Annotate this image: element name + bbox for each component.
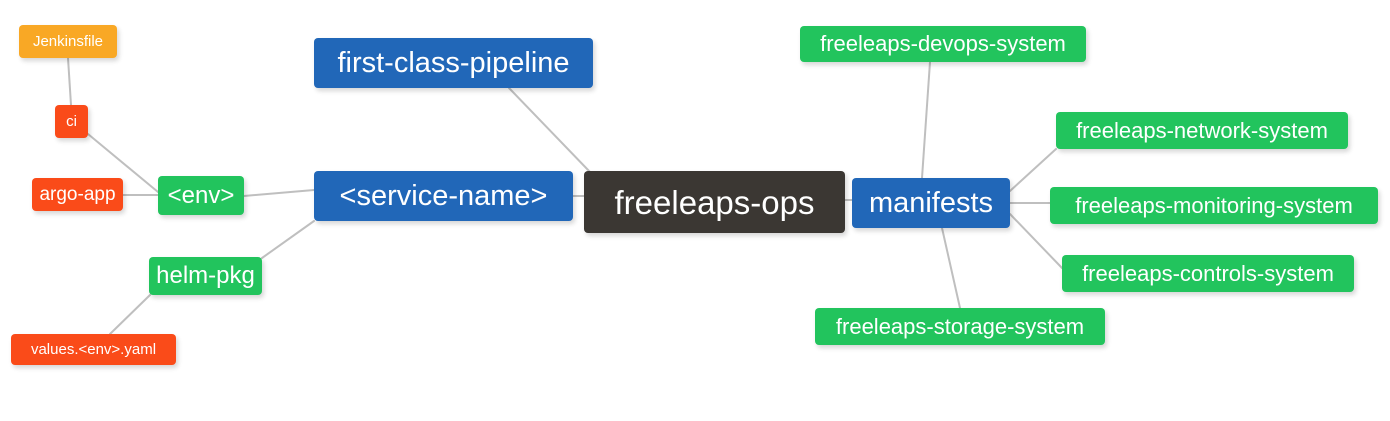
node-freeleaps-ops[interactable]: freeleaps-ops [584,171,845,233]
edge-env-to-service-name [243,189,315,197]
edge-manifests-to-freeleaps-devops-system [921,61,931,179]
edge-helm-pkg-to-values-yaml [109,294,151,335]
node-freeleaps-storage-system[interactable]: freeleaps-storage-system [815,308,1105,345]
node-helm-pkg[interactable]: helm-pkg [149,257,262,295]
node-label-env: <env> [167,181,235,209]
node-label-freeleaps-monitoring-system: freeleaps-monitoring-system [1075,192,1353,218]
node-label-freeleaps-storage-system: freeleaps-storage-system [835,313,1085,339]
edge-service-name-to-helm-pkg [261,220,315,259]
node-label-jenkinsfile: Jenkinsfile [32,33,104,50]
node-label-values-yaml: values.<env>.yaml [30,341,157,358]
node-label-freeleaps-controls-system: freeleaps-controls-system [1082,260,1334,286]
node-env[interactable]: <env> [158,176,244,215]
node-argo-app[interactable]: argo-app [32,178,123,211]
node-service-name[interactable]: <service-name> [314,171,573,221]
node-label-freeleaps-ops: freeleaps-ops [614,183,815,221]
edge-manifests-to-freeleaps-network-system [1009,148,1057,192]
edge-first-class-pipeline-to-freeleaps-ops [508,87,591,173]
node-label-freeleaps-devops-system: freeleaps-devops-system [820,31,1066,56]
node-freeleaps-devops-system[interactable]: freeleaps-devops-system [800,26,1086,62]
node-first-class-pipeline[interactable]: first-class-pipeline [314,38,593,88]
node-jenkinsfile[interactable]: Jenkinsfile [19,25,117,58]
node-freeleaps-controls-system[interactable]: freeleaps-controls-system [1062,255,1354,292]
node-manifests[interactable]: manifests [852,178,1010,228]
edge-jenkinsfile-to-ci [67,57,72,106]
node-label-freeleaps-network-system: freeleaps-network-system [1076,117,1328,143]
node-ci[interactable]: ci [55,105,88,138]
node-label-helm-pkg: helm-pkg [156,262,255,289]
node-freeleaps-network-system[interactable]: freeleaps-network-system [1056,112,1348,149]
node-values-yaml[interactable]: values.<env>.yaml [11,334,176,365]
node-label-ci: ci [66,113,77,130]
node-label-manifests: manifests [868,186,994,219]
node-freeleaps-monitoring-system[interactable]: freeleaps-monitoring-system [1050,187,1378,224]
edge-manifests-to-freeleaps-storage-system [941,227,961,309]
node-label-service-name: <service-name> [339,179,548,212]
node-label-argo-app: argo-app [39,184,116,205]
node-label-first-class-pipeline: first-class-pipeline [337,46,570,79]
